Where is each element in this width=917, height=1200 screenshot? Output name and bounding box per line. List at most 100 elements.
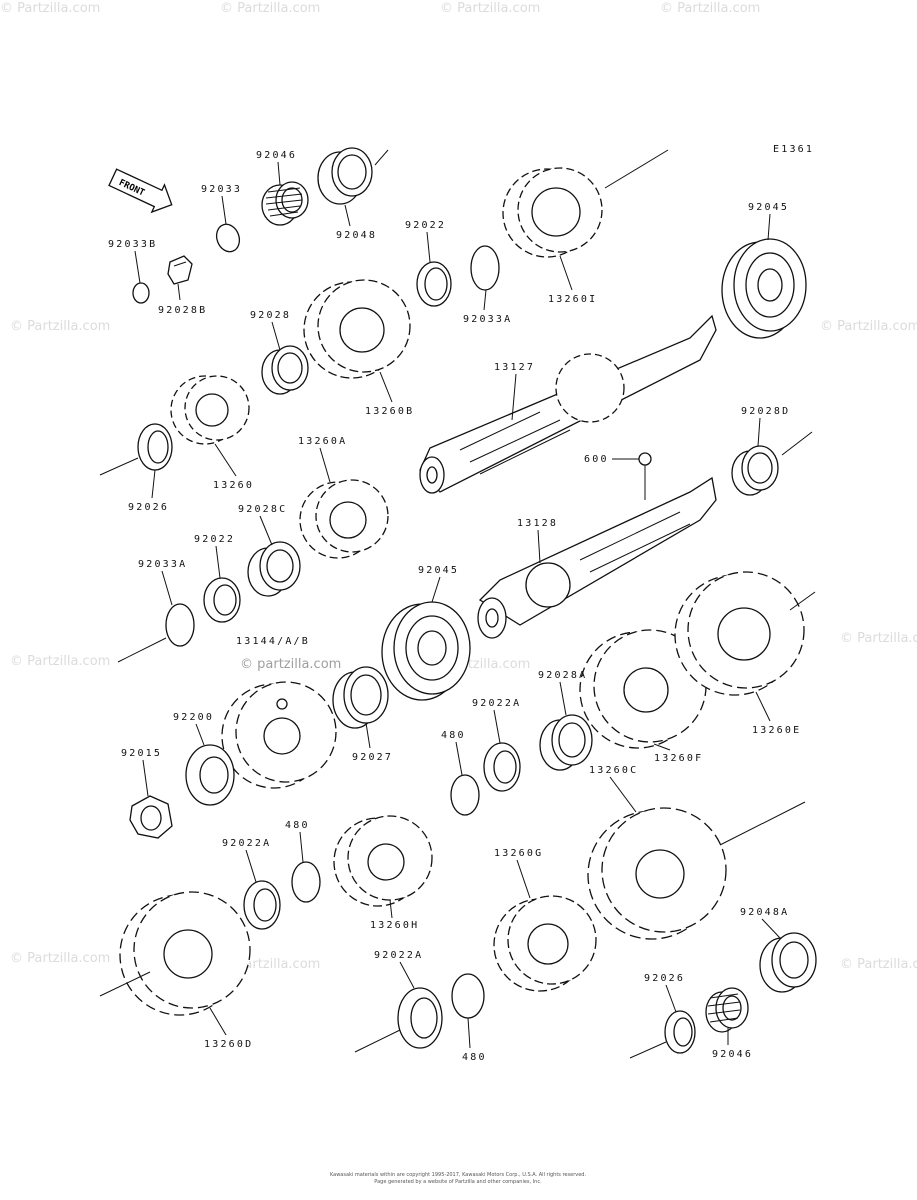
callout-600 [612, 452, 652, 500]
part-label: 92045 [418, 565, 459, 576]
needle-bearing-92046-bottom [705, 987, 749, 1033]
part-label: 13260C [589, 765, 638, 776]
circlip-92033A-mid [117, 603, 195, 663]
part-label: 13127 [494, 362, 535, 373]
part-label: 92015 [121, 748, 162, 759]
part-label: 13260A [298, 436, 347, 447]
circlip-480-low [291, 861, 321, 903]
part-label: 92028D [741, 406, 790, 417]
watermark: © Partzilla.com [660, 1, 760, 16]
watermark: © Partzilla.com [10, 319, 110, 334]
sprocket-13144 [221, 681, 337, 789]
part-label: 13260H [370, 920, 419, 931]
part-label: 92028B [158, 305, 207, 316]
part-label: 92028 [250, 310, 291, 321]
gear-13260C [587, 801, 806, 940]
washer-92026-bottom [629, 1010, 696, 1059]
part-label: 92022 [194, 534, 235, 545]
collar-92027 [332, 666, 389, 729]
bush-92028D [731, 431, 813, 496]
part-label: 480 [462, 1052, 487, 1063]
nut-92015 [129, 795, 173, 839]
part-label: 92045 [748, 202, 789, 213]
part-label: 13260E [752, 725, 801, 736]
bush-92028C [247, 541, 301, 597]
washer-92022A-bottom [354, 987, 443, 1053]
part-label: 13260 [213, 480, 254, 491]
part-label: 92200 [173, 712, 214, 723]
watermark: © Partzilla.com [10, 951, 110, 966]
watermark: © Partzilla.com [840, 957, 917, 972]
part-label: 480 [285, 820, 310, 831]
bush-92028A [539, 714, 593, 771]
gear-13260 [170, 375, 250, 445]
part-label: 92028C [238, 504, 287, 515]
part-label: 13144/A/B [236, 636, 310, 647]
gear-13260A [299, 479, 389, 559]
washer-92026 [99, 423, 173, 476]
washer-92200 [185, 744, 235, 806]
circlip-92033B [132, 282, 150, 304]
part-label: 92022A [222, 838, 271, 849]
watermark-layer: © Partzilla.com © Partzilla.com © Partzi… [0, 1, 917, 972]
part-label: 13260F [654, 753, 703, 764]
watermark: © Partzilla.com [440, 1, 540, 16]
part-label: 92046 [712, 1049, 753, 1060]
collar-92048A [759, 932, 817, 993]
part-label: 13128 [517, 518, 558, 529]
circlip-92033 [215, 223, 241, 253]
part-label: 13260I [548, 294, 597, 305]
washer-92022 [416, 261, 452, 307]
part-label: 92033A [138, 559, 187, 570]
bush-92028 [261, 345, 309, 395]
part-label: 92046 [256, 150, 297, 161]
gear-13260B [303, 279, 411, 379]
copyright-text: Kawasaki materials within are copyright … [330, 1172, 587, 1178]
watermark: © Partzilla.com [10, 654, 110, 669]
gear-13260G [493, 895, 597, 992]
part-label: 92026 [128, 502, 169, 513]
part-label: 92022A [374, 950, 423, 961]
gear-13260D [99, 891, 251, 1016]
gear-13260E [674, 571, 816, 696]
circlip-92033A [470, 245, 500, 291]
circlip-480-mid [450, 774, 480, 816]
ball-bearing-92045 [721, 238, 807, 339]
watermark-inline: © partzilla.com [240, 657, 341, 672]
front-arrow-icon: FRONT [108, 168, 173, 214]
part-label: 13260G [494, 848, 543, 859]
part-label: 92048A [740, 907, 789, 918]
part-label: 92033 [201, 184, 242, 195]
part-label: 92033B [108, 239, 157, 250]
collar-92048 [317, 147, 389, 205]
part-label: 92048 [336, 230, 377, 241]
bush-92028B [167, 255, 193, 285]
part-label: 92026 [644, 973, 685, 984]
watermark: © Partzilla.com [0, 1, 100, 16]
part-label: 600 [584, 454, 609, 465]
part-label: 92028A [538, 670, 587, 681]
shaft-13128 [477, 476, 717, 639]
part-label: 92033A [463, 314, 512, 325]
leader-lines [134, 161, 781, 1049]
diagram-code: E1361 [773, 144, 814, 155]
part-label: 92027 [352, 752, 393, 763]
washer-92022A-low [243, 880, 281, 930]
watermark: © Partzilla.com [820, 319, 917, 334]
ball-bearing-92045-mid [381, 601, 471, 701]
part-label: 13260D [204, 1039, 253, 1050]
part-label: 13260B [365, 406, 414, 417]
part-label: 92022 [405, 220, 446, 231]
part-label: 480 [441, 730, 466, 741]
part-labels: 92046 92033 92033B 92028B 92048 92022 92… [108, 150, 801, 1063]
shaft-13127 [419, 314, 717, 494]
gear-13260I [502, 149, 669, 258]
gear-13260H [333, 815, 433, 907]
watermark: © Partzilla.com [220, 1, 320, 16]
washer-92022A-mid [483, 742, 521, 792]
circlip-480-bottom [451, 973, 485, 1019]
generated-by-text: Page generated by a website of Partzilla… [374, 1179, 542, 1185]
needle-bearing-92046 [261, 181, 309, 226]
washer-92022-mid [203, 577, 241, 623]
